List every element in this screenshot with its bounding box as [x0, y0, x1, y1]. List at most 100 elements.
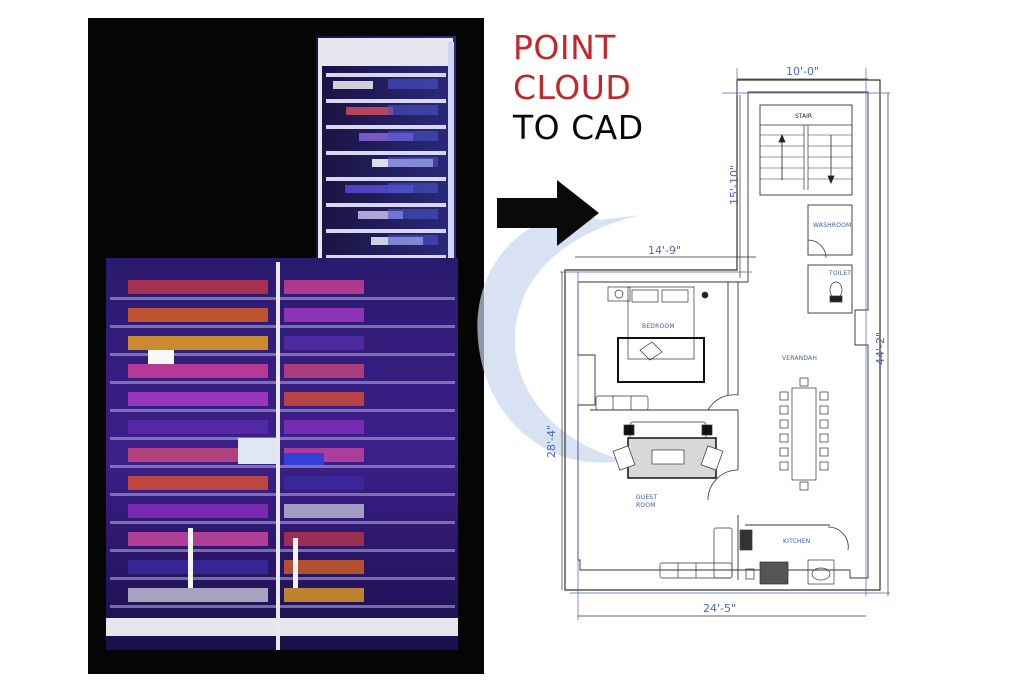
- low-floor-band: [128, 560, 268, 574]
- dining-chair: [779, 391, 789, 401]
- dimension-top: 10'-0": [786, 65, 819, 78]
- low-floor-slab: [110, 493, 455, 496]
- low-floor-slab: [110, 325, 455, 328]
- low-floor-slab: [110, 605, 455, 608]
- cad-floor-plan: STAIR WASHROOM TOILET BEDROOM VERANDAH G…: [545, 65, 890, 620]
- tower-floor-slab: [326, 203, 446, 207]
- tower-window: [333, 81, 373, 89]
- tower-floor-slab: [326, 177, 446, 181]
- low-floor-band: [284, 420, 364, 434]
- low-floor-band: [128, 588, 268, 602]
- point-cloud-render: [106, 36, 458, 650]
- low-floor-band: [284, 588, 364, 602]
- low-floor-band: [284, 336, 364, 350]
- low-floor-slab: [110, 353, 455, 356]
- low-floor-band: [128, 504, 268, 518]
- room-label-bedroom: BEDROOM: [642, 323, 675, 330]
- headline: POINT CLOUD TO CAD: [513, 28, 693, 148]
- tower-floor-slab: [326, 151, 446, 155]
- low-floor-band: [128, 336, 268, 350]
- furniture: [595, 281, 843, 585]
- headline-point: POINT: [513, 28, 616, 67]
- room-label-toilet: TOILET: [828, 270, 851, 277]
- tower-window: [388, 105, 438, 115]
- tower-window: [345, 185, 413, 193]
- low-window-blue: [284, 453, 324, 465]
- room-label-kitchen: KITCHEN: [783, 538, 810, 545]
- dimension-bottom: 24'-5": [703, 602, 736, 615]
- tower-window: [388, 157, 438, 167]
- right-arrow-icon: [497, 180, 599, 246]
- dimension-lines: [560, 68, 890, 620]
- dining-chair: [819, 405, 829, 415]
- low-floor-slab: [110, 549, 455, 552]
- room-label-guest: GUEST: [636, 494, 657, 501]
- stair-arrows: [778, 133, 835, 185]
- low-floor-band: [284, 364, 364, 378]
- low-floor-band: [128, 308, 268, 322]
- dining-chair: [779, 405, 789, 415]
- low-floor-band: [128, 448, 268, 462]
- low-floor-slab: [110, 577, 455, 580]
- room-label-washroom: WASHROOM: [813, 222, 851, 229]
- dimension-right-height: 44'-2": [874, 332, 887, 365]
- stair-treads: [760, 134, 852, 180]
- dining-chairs: [779, 377, 829, 491]
- dining-chair: [819, 461, 829, 471]
- dining-chair: [819, 419, 829, 429]
- low-floor-band: [128, 364, 268, 378]
- low-floor-band: [284, 392, 364, 406]
- tower-window: [359, 133, 413, 141]
- headline-cloud: CLOUD: [513, 68, 632, 107]
- point-cloud-image: [88, 18, 484, 674]
- low-window-light: [238, 438, 278, 464]
- dining-chair: [779, 419, 789, 429]
- dining-chair: [779, 447, 789, 457]
- low-window-light: [148, 350, 174, 364]
- tower-floor-slab: [326, 99, 446, 103]
- low-floor-band: [284, 280, 364, 294]
- tower-floor-slab: [326, 255, 446, 259]
- tower-floor-slab: [326, 125, 446, 129]
- tower-floor-slab: [326, 73, 446, 77]
- walls: [564, 79, 881, 591]
- low-floor-band: [128, 532, 268, 546]
- dimension-left-height: 28'-4": [545, 425, 558, 458]
- tower-window: [388, 183, 438, 193]
- dining-chair: [799, 377, 809, 387]
- tower-window: [358, 211, 403, 219]
- low-floor-slab: [110, 437, 455, 440]
- dining-chair: [779, 433, 789, 443]
- tower-window: [388, 209, 438, 219]
- tower-window: [346, 107, 393, 115]
- room-label-stair: STAIR: [795, 113, 812, 120]
- dimension-mid-width: 14'-9": [648, 244, 681, 257]
- room-label-room: ROOM: [636, 502, 656, 509]
- tower-floor-slab: [326, 229, 446, 233]
- dimension-stair-height: 15'-10": [728, 165, 741, 205]
- low-floor-band: [284, 532, 364, 546]
- low-floor-slab: [110, 409, 455, 412]
- low-floor-band: [284, 308, 364, 322]
- dining-chair: [799, 481, 809, 491]
- low-floor-band: [284, 504, 364, 518]
- headline-to-cad: TO CAD: [513, 108, 644, 147]
- low-floor-band: [128, 280, 268, 294]
- dining-chair: [819, 433, 829, 443]
- low-floor-band: [128, 392, 268, 406]
- low-floor-band: [128, 476, 268, 490]
- room-label-verandah: VERANDAH: [782, 355, 817, 362]
- dining-chair: [779, 461, 789, 471]
- low-block: [106, 258, 458, 650]
- tower-window: [388, 235, 438, 245]
- low-floor-slab: [110, 381, 455, 384]
- low-floor-slab: [110, 465, 455, 468]
- low-floor-slab: [110, 521, 455, 524]
- low-floor-band: [284, 560, 364, 574]
- low-floor-band: [284, 476, 364, 490]
- tower-window: [388, 79, 438, 89]
- dining-chair: [819, 391, 829, 401]
- tower-window: [388, 131, 438, 141]
- dining-chair: [819, 447, 829, 457]
- low-floor-slab: [110, 297, 455, 300]
